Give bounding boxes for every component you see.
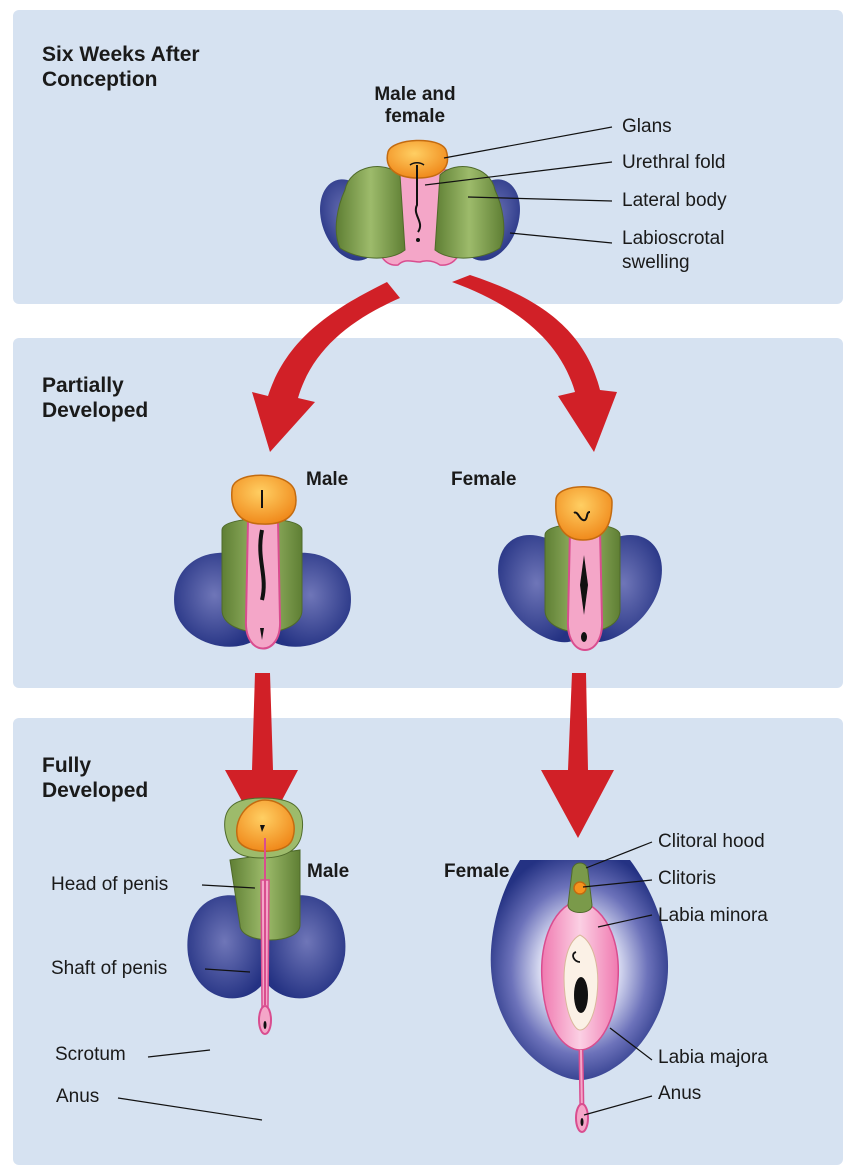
label-labioscrotal-swelling: Labioscrotal swelling xyxy=(622,227,724,275)
label-lateral-body: Lateral body xyxy=(622,189,727,213)
stage2-male-title: Male xyxy=(306,469,348,491)
stage3-male-figure xyxy=(187,798,345,1034)
label-labioscrotal-line2: swelling xyxy=(622,251,724,275)
label-scrotum: Scrotum xyxy=(55,1043,126,1067)
label-urethral-fold: Urethral fold xyxy=(622,151,726,175)
label-labia-minora: Labia minora xyxy=(658,904,768,928)
stage2-male-figure xyxy=(174,475,351,648)
label-labia-majora: Labia majora xyxy=(658,1046,768,1070)
stage3-female-figure xyxy=(491,860,668,1132)
label-clitoral-hood: Clitoral hood xyxy=(658,830,765,854)
label-labioscrotal-line1: Labioscrotal xyxy=(622,227,724,251)
stage3-male-title: Male xyxy=(307,861,349,883)
label-head-of-penis: Head of penis xyxy=(51,873,168,897)
label-male-anus: Anus xyxy=(56,1085,99,1109)
label-shaft-of-penis: Shaft of penis xyxy=(51,957,167,981)
stage1-title-line1: Male and xyxy=(355,84,475,106)
arrow-to-male-partial xyxy=(252,282,400,452)
stage1-figure xyxy=(309,140,530,269)
arrow-to-female-partial xyxy=(452,275,617,452)
arrow-to-female-full xyxy=(541,673,614,838)
label-female-anus: Anus xyxy=(658,1082,701,1106)
stage3-female-title: Female xyxy=(444,861,509,883)
stage2-female-figure xyxy=(498,487,662,650)
stage2-female-title: Female xyxy=(451,469,516,491)
stage1-figure-title: Male and female xyxy=(355,84,475,128)
label-clitoris: Clitoris xyxy=(658,867,716,891)
stage1-title-line2: female xyxy=(355,106,475,128)
label-glans: Glans xyxy=(622,115,672,139)
